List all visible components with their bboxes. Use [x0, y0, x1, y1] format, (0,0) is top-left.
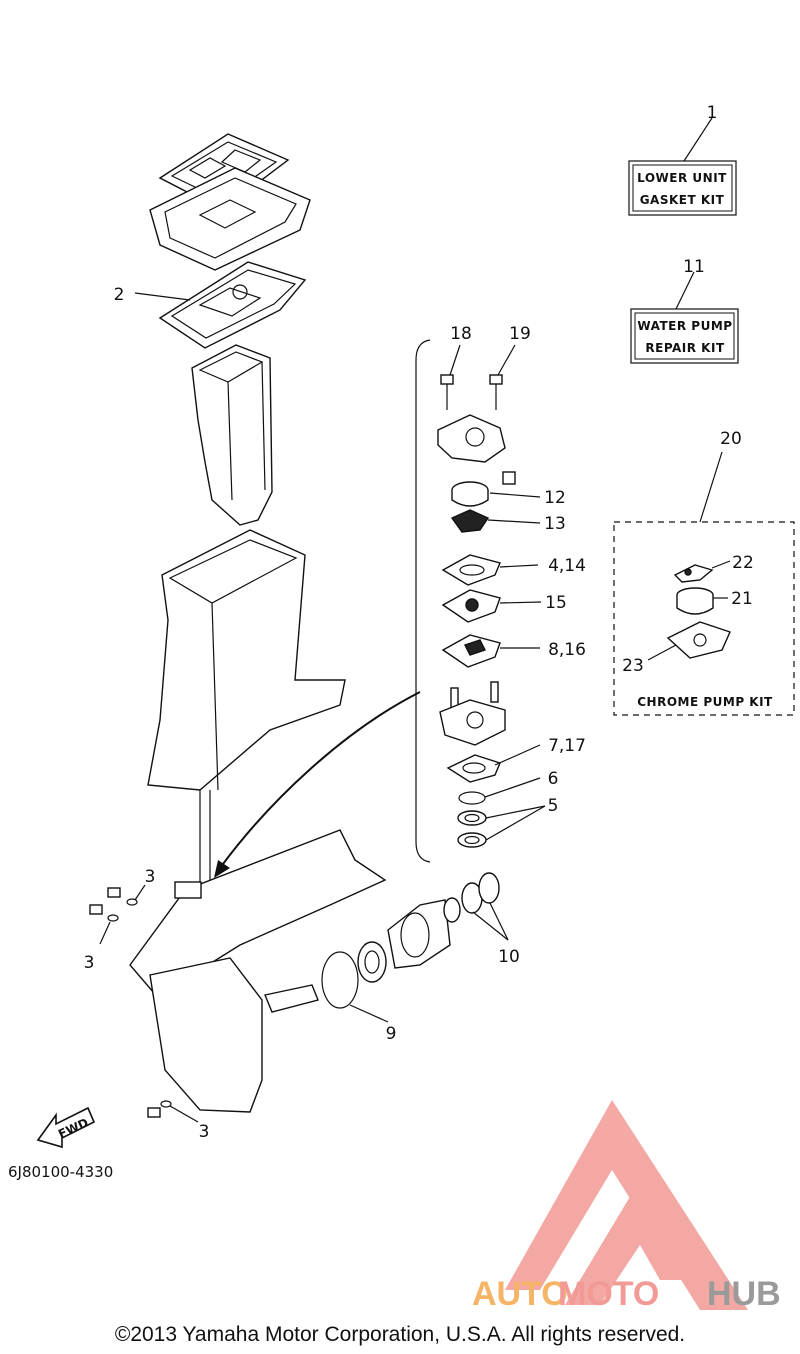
callout-22: 22 — [732, 553, 754, 573]
callout-18: 18 — [450, 324, 472, 344]
callout-9: 9 — [386, 1024, 397, 1044]
diagram-code: 6J80100-4330 — [8, 1163, 113, 1181]
callout-8-16: 8,16 — [548, 640, 586, 660]
bearing-housing-parts — [321, 872, 500, 1009]
callout-12: 12 — [544, 488, 566, 508]
lower-unit-gasket-kit-box: LOWER UNIT GASKET KIT — [628, 160, 737, 216]
lower-unit-kit-line2: GASKET KIT — [640, 193, 725, 207]
watermark-auto: AUTO — [472, 1275, 568, 1313]
callout-19: 19 — [509, 324, 531, 344]
callout-3c: 3 — [199, 1122, 210, 1142]
callout-5: 5 — [548, 796, 559, 816]
exhaust-guide — [191, 344, 273, 526]
drain-plugs — [89, 887, 172, 1118]
callout-10: 10 — [498, 947, 520, 967]
chrome-pump-kit-box: CHROME PUMP KIT — [613, 521, 795, 716]
chrome-pump-kit-label: CHROME PUMP KIT — [637, 695, 773, 709]
shaft-arrow — [214, 691, 421, 878]
fwd-arrow-icon: FWD — [36, 1106, 96, 1149]
callout-numbers: 1 2 3 3 3 4,14 5 6 7,17 8,16 9 10 11 12 … — [84, 103, 754, 1142]
drive-shaft-housing — [147, 529, 346, 885]
callout-1: 1 — [707, 103, 718, 123]
callout-21: 21 — [731, 589, 753, 609]
leader-lines — [99, 117, 731, 1123]
callout-20: 20 — [720, 429, 742, 449]
callout-6: 6 — [548, 769, 559, 789]
lower-unit-kit-line1: LOWER UNIT — [637, 171, 727, 185]
pump-parts — [437, 374, 516, 848]
pump-group-bracket — [415, 339, 431, 863]
upper-gasket-set — [149, 133, 311, 271]
lower-casing — [129, 829, 387, 1113]
callout-7-17: 7,17 — [548, 736, 586, 756]
watermark-moto: MOTO — [558, 1275, 659, 1313]
callout-4-14: 4,14 — [548, 556, 586, 576]
callout-3b: 3 — [84, 953, 95, 973]
callout-15: 15 — [545, 593, 567, 613]
callout-11: 11 — [683, 257, 705, 277]
copyright-notice: ©2013 Yamaha Motor Corporation, U.S.A. A… — [115, 1323, 685, 1346]
watermark-hub: HUB — [707, 1275, 781, 1313]
watermark-logo — [505, 1100, 748, 1310]
watermark-text: AUTO MOTO HUB — [472, 1275, 781, 1313]
callout-3a: 3 — [145, 867, 156, 887]
water-pump-repair-kit-box: WATER PUMP REPAIR KIT — [630, 308, 739, 364]
water-pump-kit-line1: WATER PUMP — [637, 319, 732, 333]
gasket-2 — [158, 261, 307, 349]
callout-13: 13 — [544, 514, 566, 534]
callout-23: 23 — [622, 656, 644, 676]
callout-2: 2 — [114, 285, 125, 305]
water-pump-kit-line2: REPAIR KIT — [645, 341, 725, 355]
